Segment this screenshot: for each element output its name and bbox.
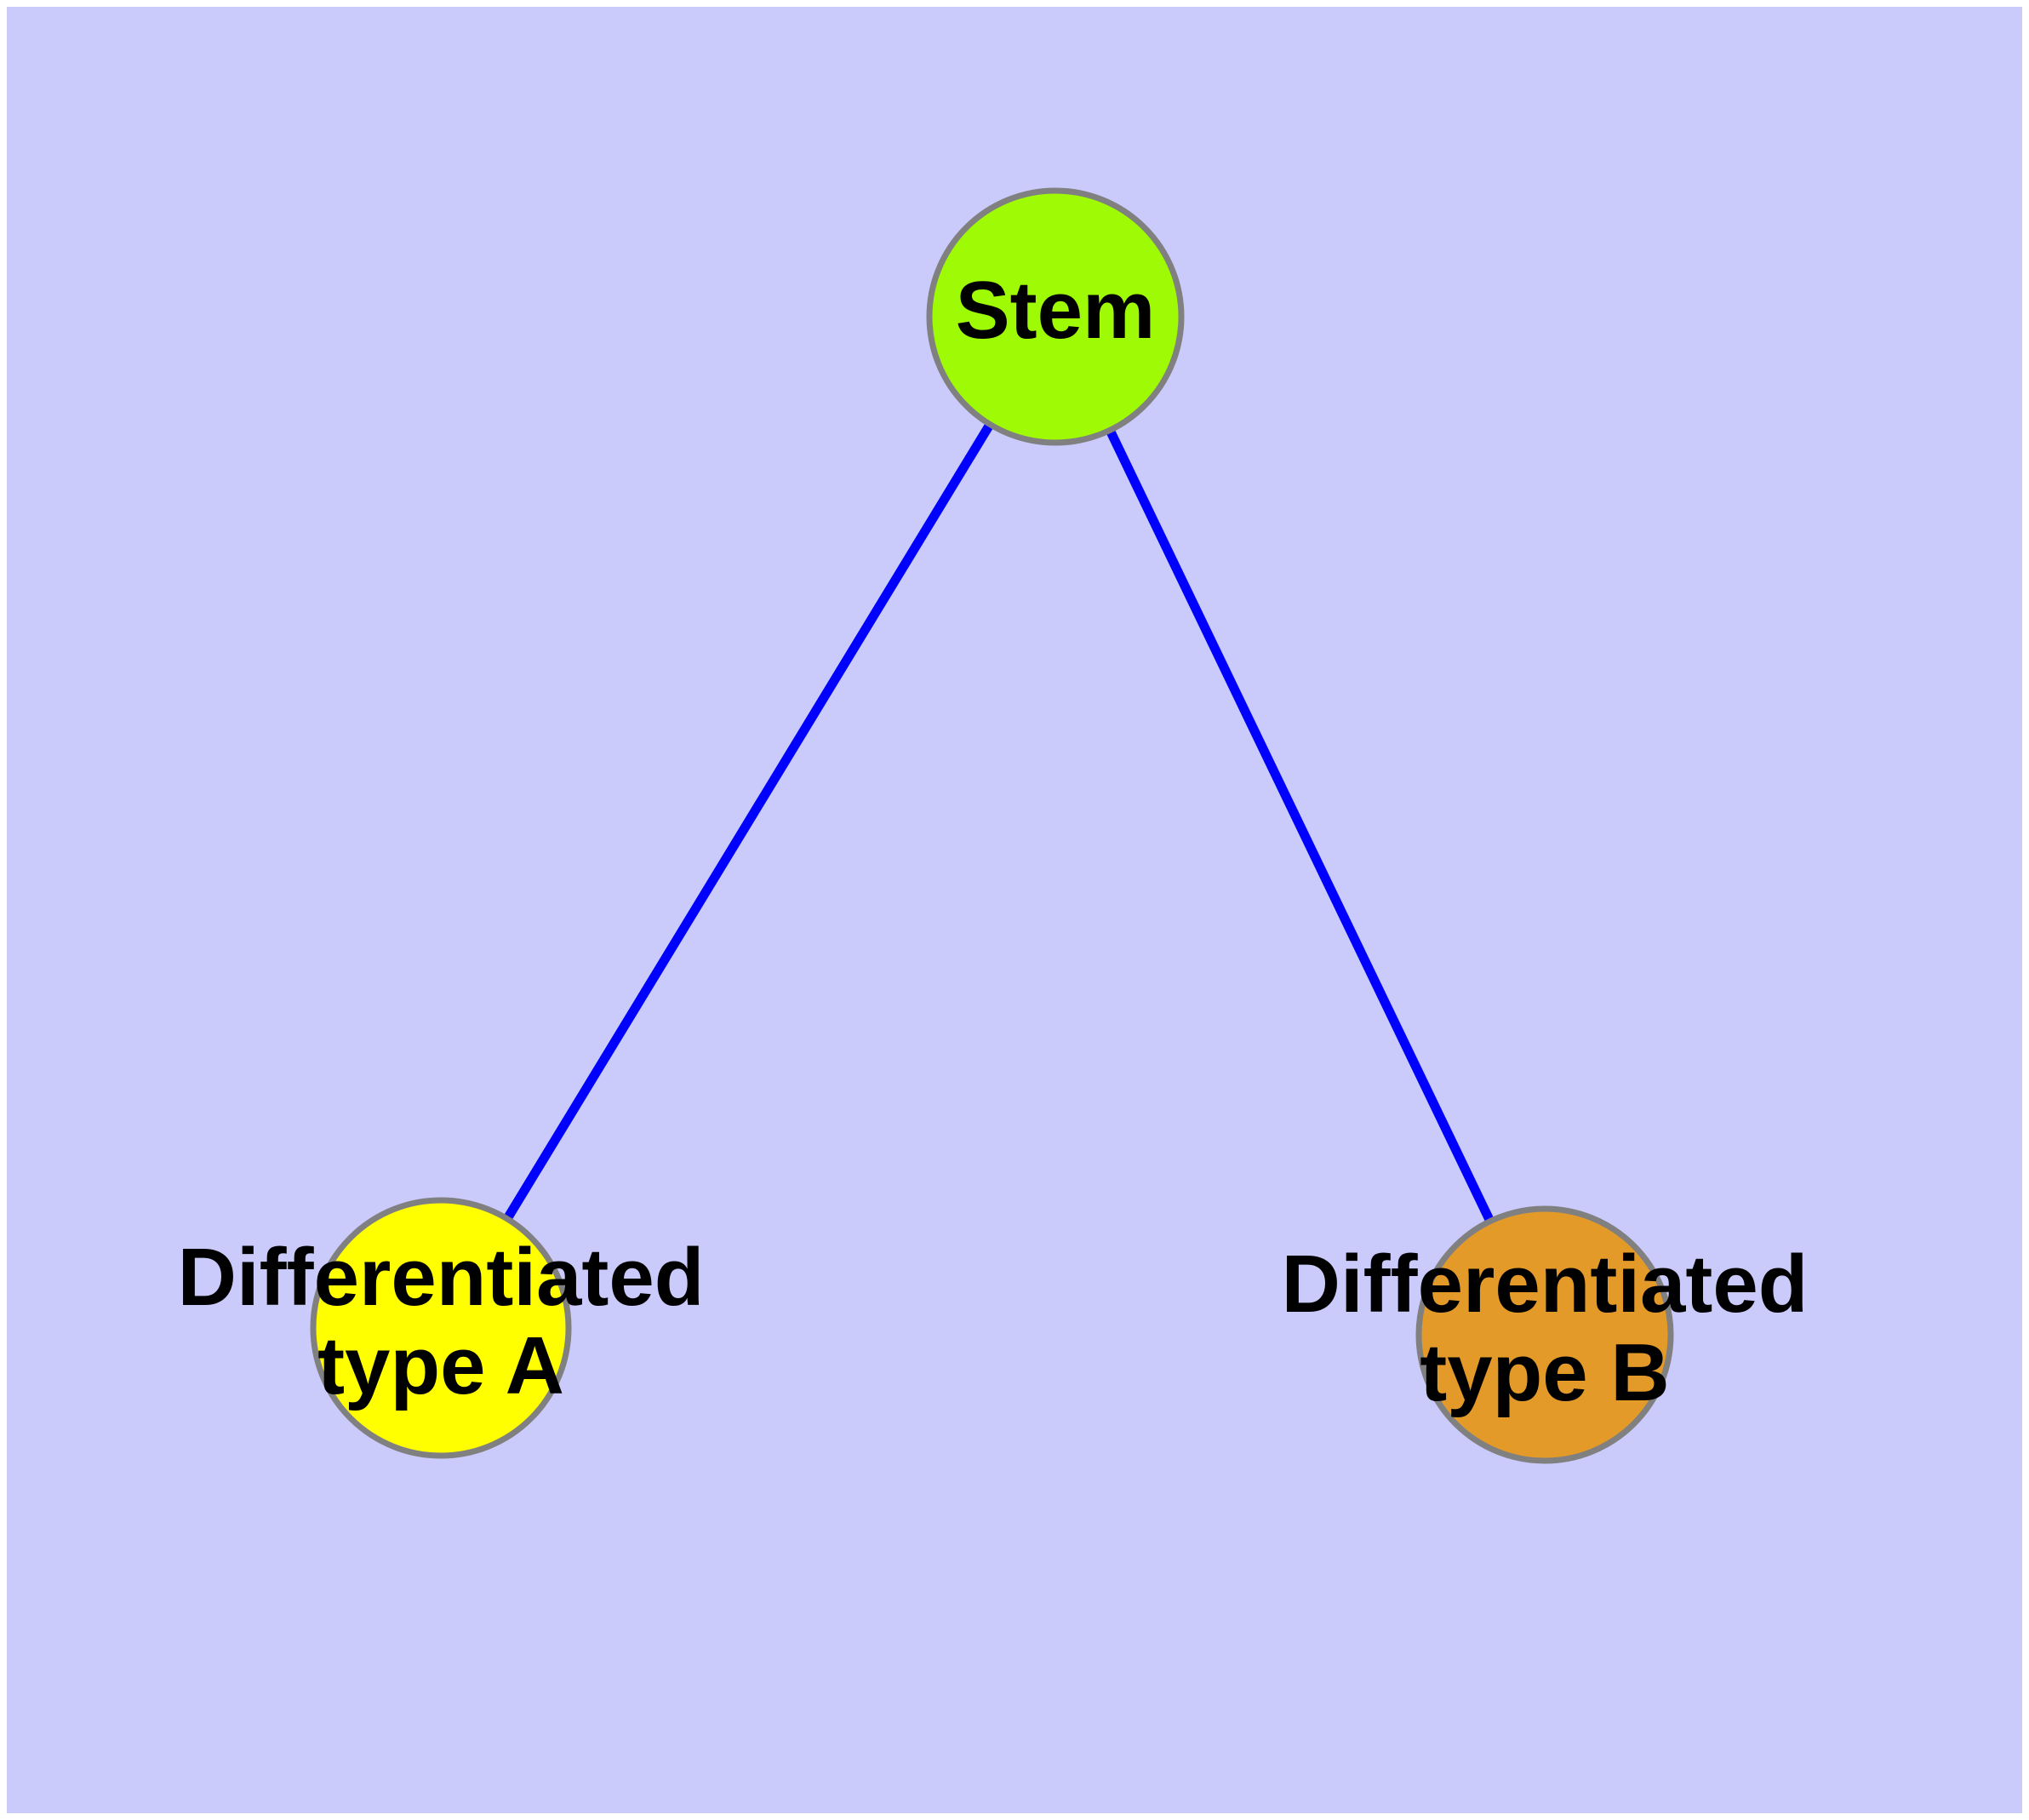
node-stem[interactable] (926, 187, 1185, 446)
node-diff_b[interactable] (1415, 1205, 1674, 1464)
node-label-line: type B (1420, 1327, 1669, 1418)
node-label-line: Differentiated (178, 1232, 705, 1323)
node-label-stem: Stem (956, 265, 1156, 356)
edge-stem-diff-a[interactable] (500, 417, 997, 1226)
edges-layer (500, 417, 1497, 1228)
node-diff_a[interactable] (310, 1197, 572, 1459)
node-label-line: Stem (956, 265, 1156, 356)
edge-stem-diff-b[interactable] (1103, 423, 1497, 1228)
nodes-layer (310, 187, 1674, 1464)
node-label-line: type A (317, 1320, 564, 1411)
node-label-line: Differentiated (1282, 1239, 1809, 1330)
